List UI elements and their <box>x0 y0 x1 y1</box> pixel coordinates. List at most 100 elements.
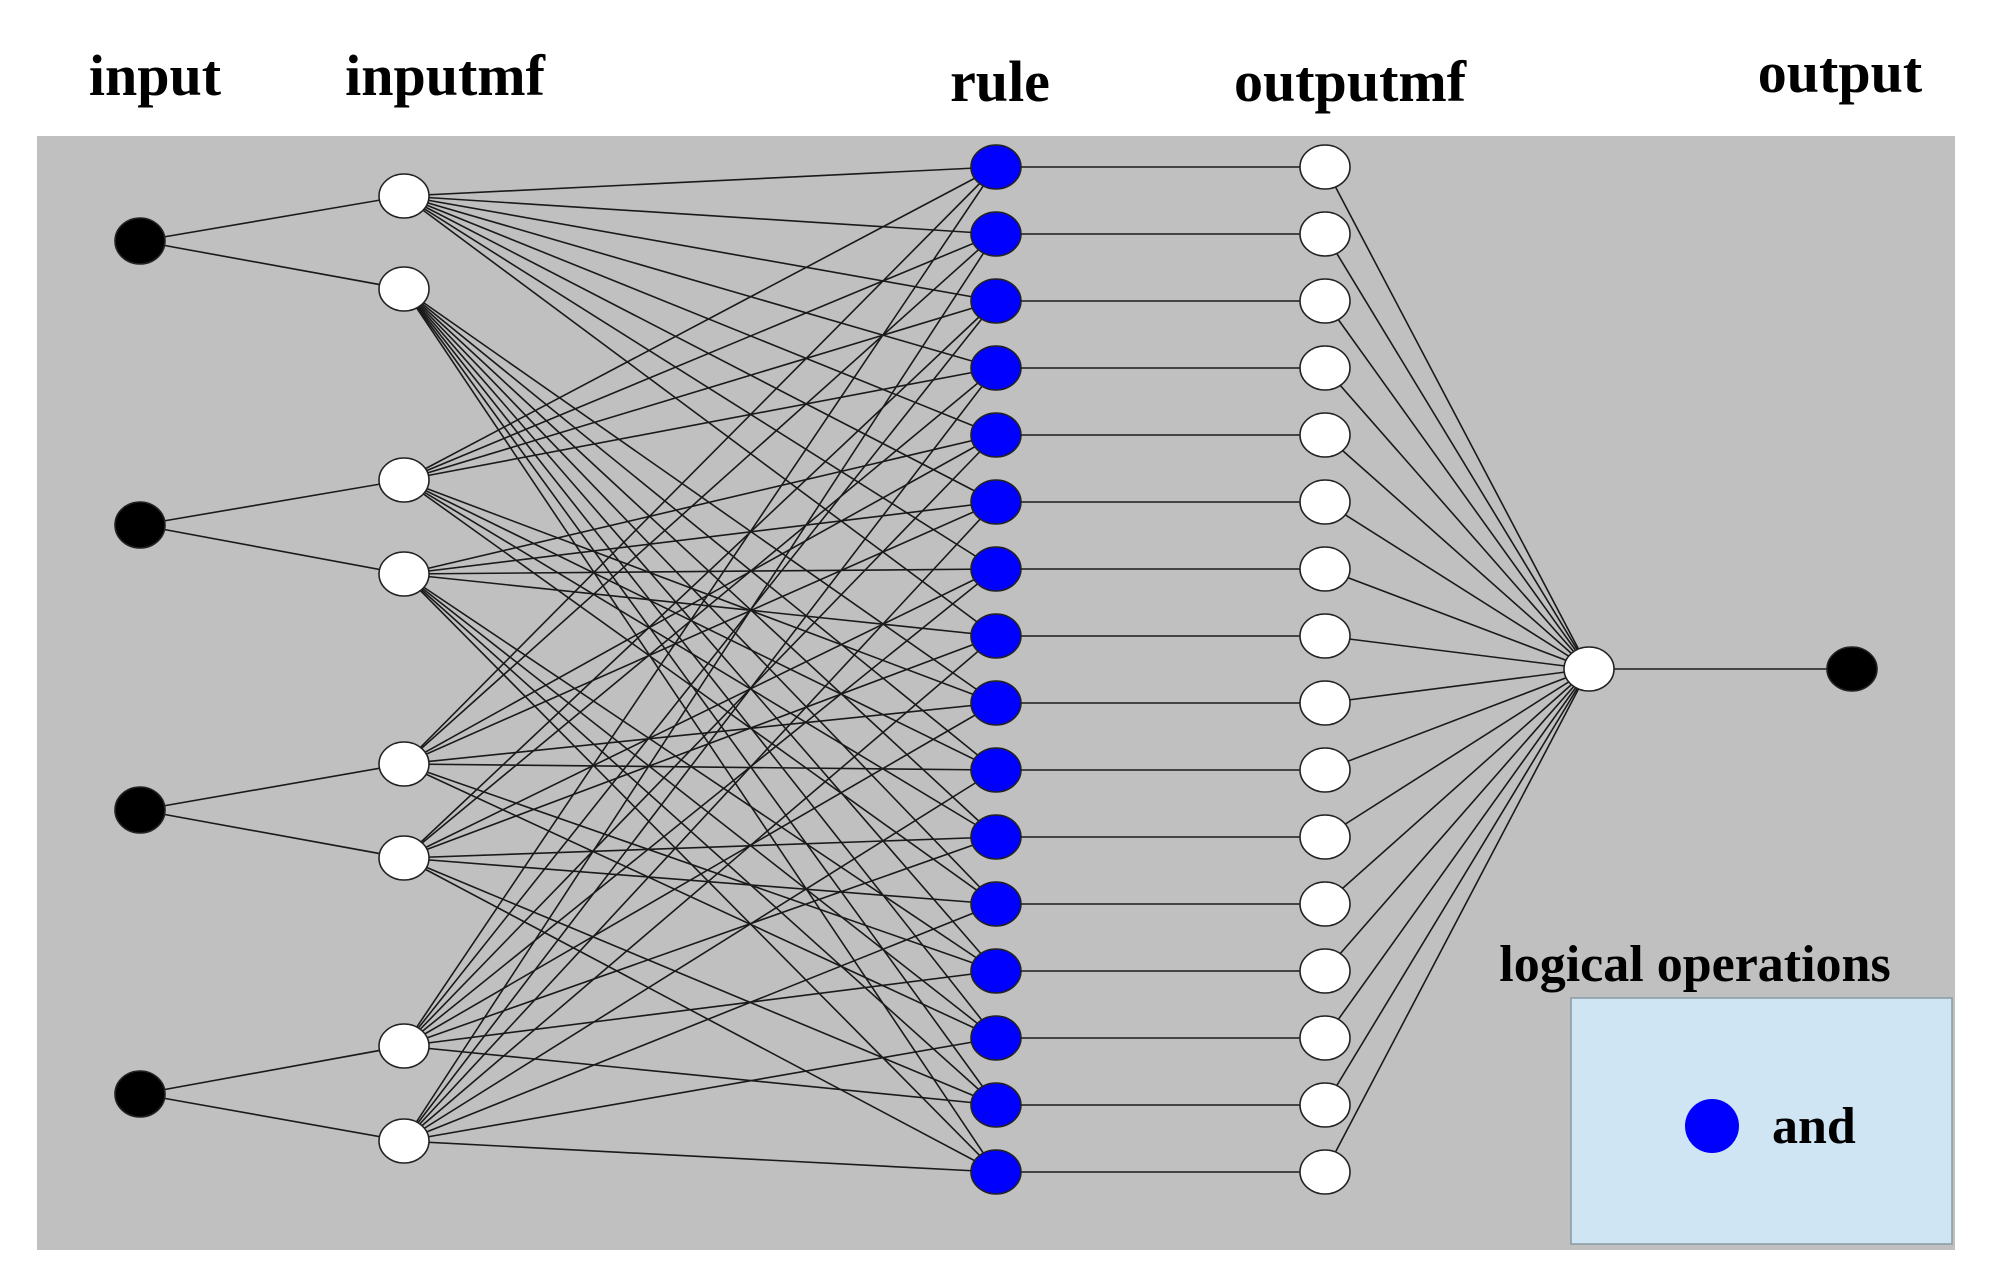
inputmf-node <box>378 741 430 787</box>
mf-rule-edge <box>403 288 997 1106</box>
outputmf-aggregate-edge <box>1324 501 1590 670</box>
mf-rule-edge <box>403 568 997 1047</box>
inputmf-node <box>378 173 430 219</box>
inputmf-node <box>378 1023 430 1069</box>
outputmf-column-label: outputmf <box>1234 49 1467 114</box>
outputmf-node <box>1299 1149 1351 1195</box>
mf-rule-edge <box>403 573 997 1039</box>
mf-rule-edge <box>403 233 997 765</box>
mf-rule-edge <box>403 857 997 1173</box>
mf-rule-edge <box>403 501 997 1142</box>
mf-rule-edge <box>403 479 997 771</box>
outputmf-node <box>1299 412 1351 458</box>
rule-node <box>970 278 1022 324</box>
legend-and-marker <box>1685 1099 1739 1153</box>
output-column-label: output <box>1758 40 1923 105</box>
mf-rule-edge <box>403 195 997 637</box>
mf-rule-edge <box>403 288 997 771</box>
edges-layer <box>139 166 1852 1173</box>
mf-rule-edge <box>403 635 997 1142</box>
mf-rule-edge <box>403 1140 997 1173</box>
mf-rule-edge <box>403 288 997 972</box>
mf-rule-edge <box>403 288 997 838</box>
rule-node <box>970 680 1022 726</box>
outputmf-node <box>1299 546 1351 592</box>
rule-node <box>970 546 1022 592</box>
outputmf-node <box>1299 1082 1351 1128</box>
outputmf-node <box>1299 747 1351 793</box>
mf-rule-edge <box>403 573 997 972</box>
mf-rule-edge <box>403 195 997 369</box>
mf-rule-edge <box>403 288 997 704</box>
mf-rule-edge <box>403 479 997 704</box>
output-node <box>1826 646 1878 692</box>
mf-rule-edge <box>403 1037 997 1142</box>
mf-rule-edge <box>403 288 997 1039</box>
outputmf-node <box>1299 948 1351 994</box>
outputmf-node <box>1299 613 1351 659</box>
input-node <box>114 501 166 549</box>
input-mf-edge <box>139 1045 405 1095</box>
outputmf-node <box>1299 680 1351 726</box>
outputmf-aggregate-edge <box>1324 668 1590 1039</box>
mf-rule-edge <box>403 300 997 481</box>
mf-rule-edge <box>403 166 997 197</box>
outputmf-aggregate-edge <box>1324 668 1590 771</box>
mf-rule-edge <box>403 233 997 1142</box>
rule-node <box>970 948 1022 994</box>
outputmf-aggregate-edge <box>1324 635 1590 670</box>
outputmf-node <box>1299 144 1351 190</box>
mf-rule-edge <box>403 233 997 481</box>
input-mf-edge <box>139 195 405 242</box>
mf-rule-edge <box>403 195 997 436</box>
input-mf-edge <box>139 1093 405 1142</box>
outputmf-aggregate-edge <box>1324 300 1590 670</box>
mf-rule-edge <box>403 573 997 1173</box>
rule-column-label: rule <box>950 49 1050 114</box>
mf-rule-edge <box>403 288 997 1173</box>
mf-rule-edge <box>403 501 997 575</box>
mf-rule-edge <box>403 635 997 859</box>
inputmf-node <box>378 266 430 312</box>
mf-rule-edge <box>403 857 997 1106</box>
rule-node <box>970 345 1022 391</box>
inputmf-node <box>378 1118 430 1164</box>
inputmf-node <box>378 457 430 503</box>
input-mf-edge <box>139 479 405 526</box>
mf-rule-edge <box>403 769 997 1142</box>
inputmf-node <box>378 835 430 881</box>
rule-node <box>970 144 1022 190</box>
input-node <box>114 217 166 265</box>
outputmf-node <box>1299 479 1351 525</box>
outputmf-aggregate-edge <box>1324 668 1590 1106</box>
rule-node <box>970 747 1022 793</box>
rule-node <box>970 613 1022 659</box>
aggregate-node <box>1563 646 1615 692</box>
mf-rule-edge <box>403 501 997 765</box>
outputmf-node <box>1299 345 1351 391</box>
mf-rule-edge <box>403 702 997 1047</box>
mf-rule-edge <box>403 166 997 481</box>
mf-rule-edge <box>403 702 997 765</box>
mf-rule-edge <box>403 195 997 302</box>
input-column-label: input <box>89 43 222 108</box>
rule-node <box>970 814 1022 860</box>
outputmf-aggregate-edge <box>1324 233 1590 670</box>
outputmf-aggregate-edge <box>1324 367 1590 670</box>
outputmf-node <box>1299 814 1351 860</box>
legend-box <box>1570 997 1953 1245</box>
inputmf-node <box>378 551 430 597</box>
inputmf-column-label: inputmf <box>345 43 546 108</box>
mf-rule-edge <box>403 763 997 972</box>
rule-node <box>970 412 1022 458</box>
mf-rule-edge <box>403 479 997 838</box>
rule-node <box>970 1015 1022 1061</box>
outputmf-aggregate-edge <box>1324 668 1590 1173</box>
mf-rule-edge <box>403 836 997 859</box>
mf-rule-edge <box>403 763 997 1039</box>
outputmf-aggregate-edge <box>1324 668 1590 905</box>
outputmf-aggregate-edge <box>1324 668 1590 972</box>
mf-rule-edge <box>403 573 997 637</box>
mf-rule-edge <box>403 1045 997 1106</box>
